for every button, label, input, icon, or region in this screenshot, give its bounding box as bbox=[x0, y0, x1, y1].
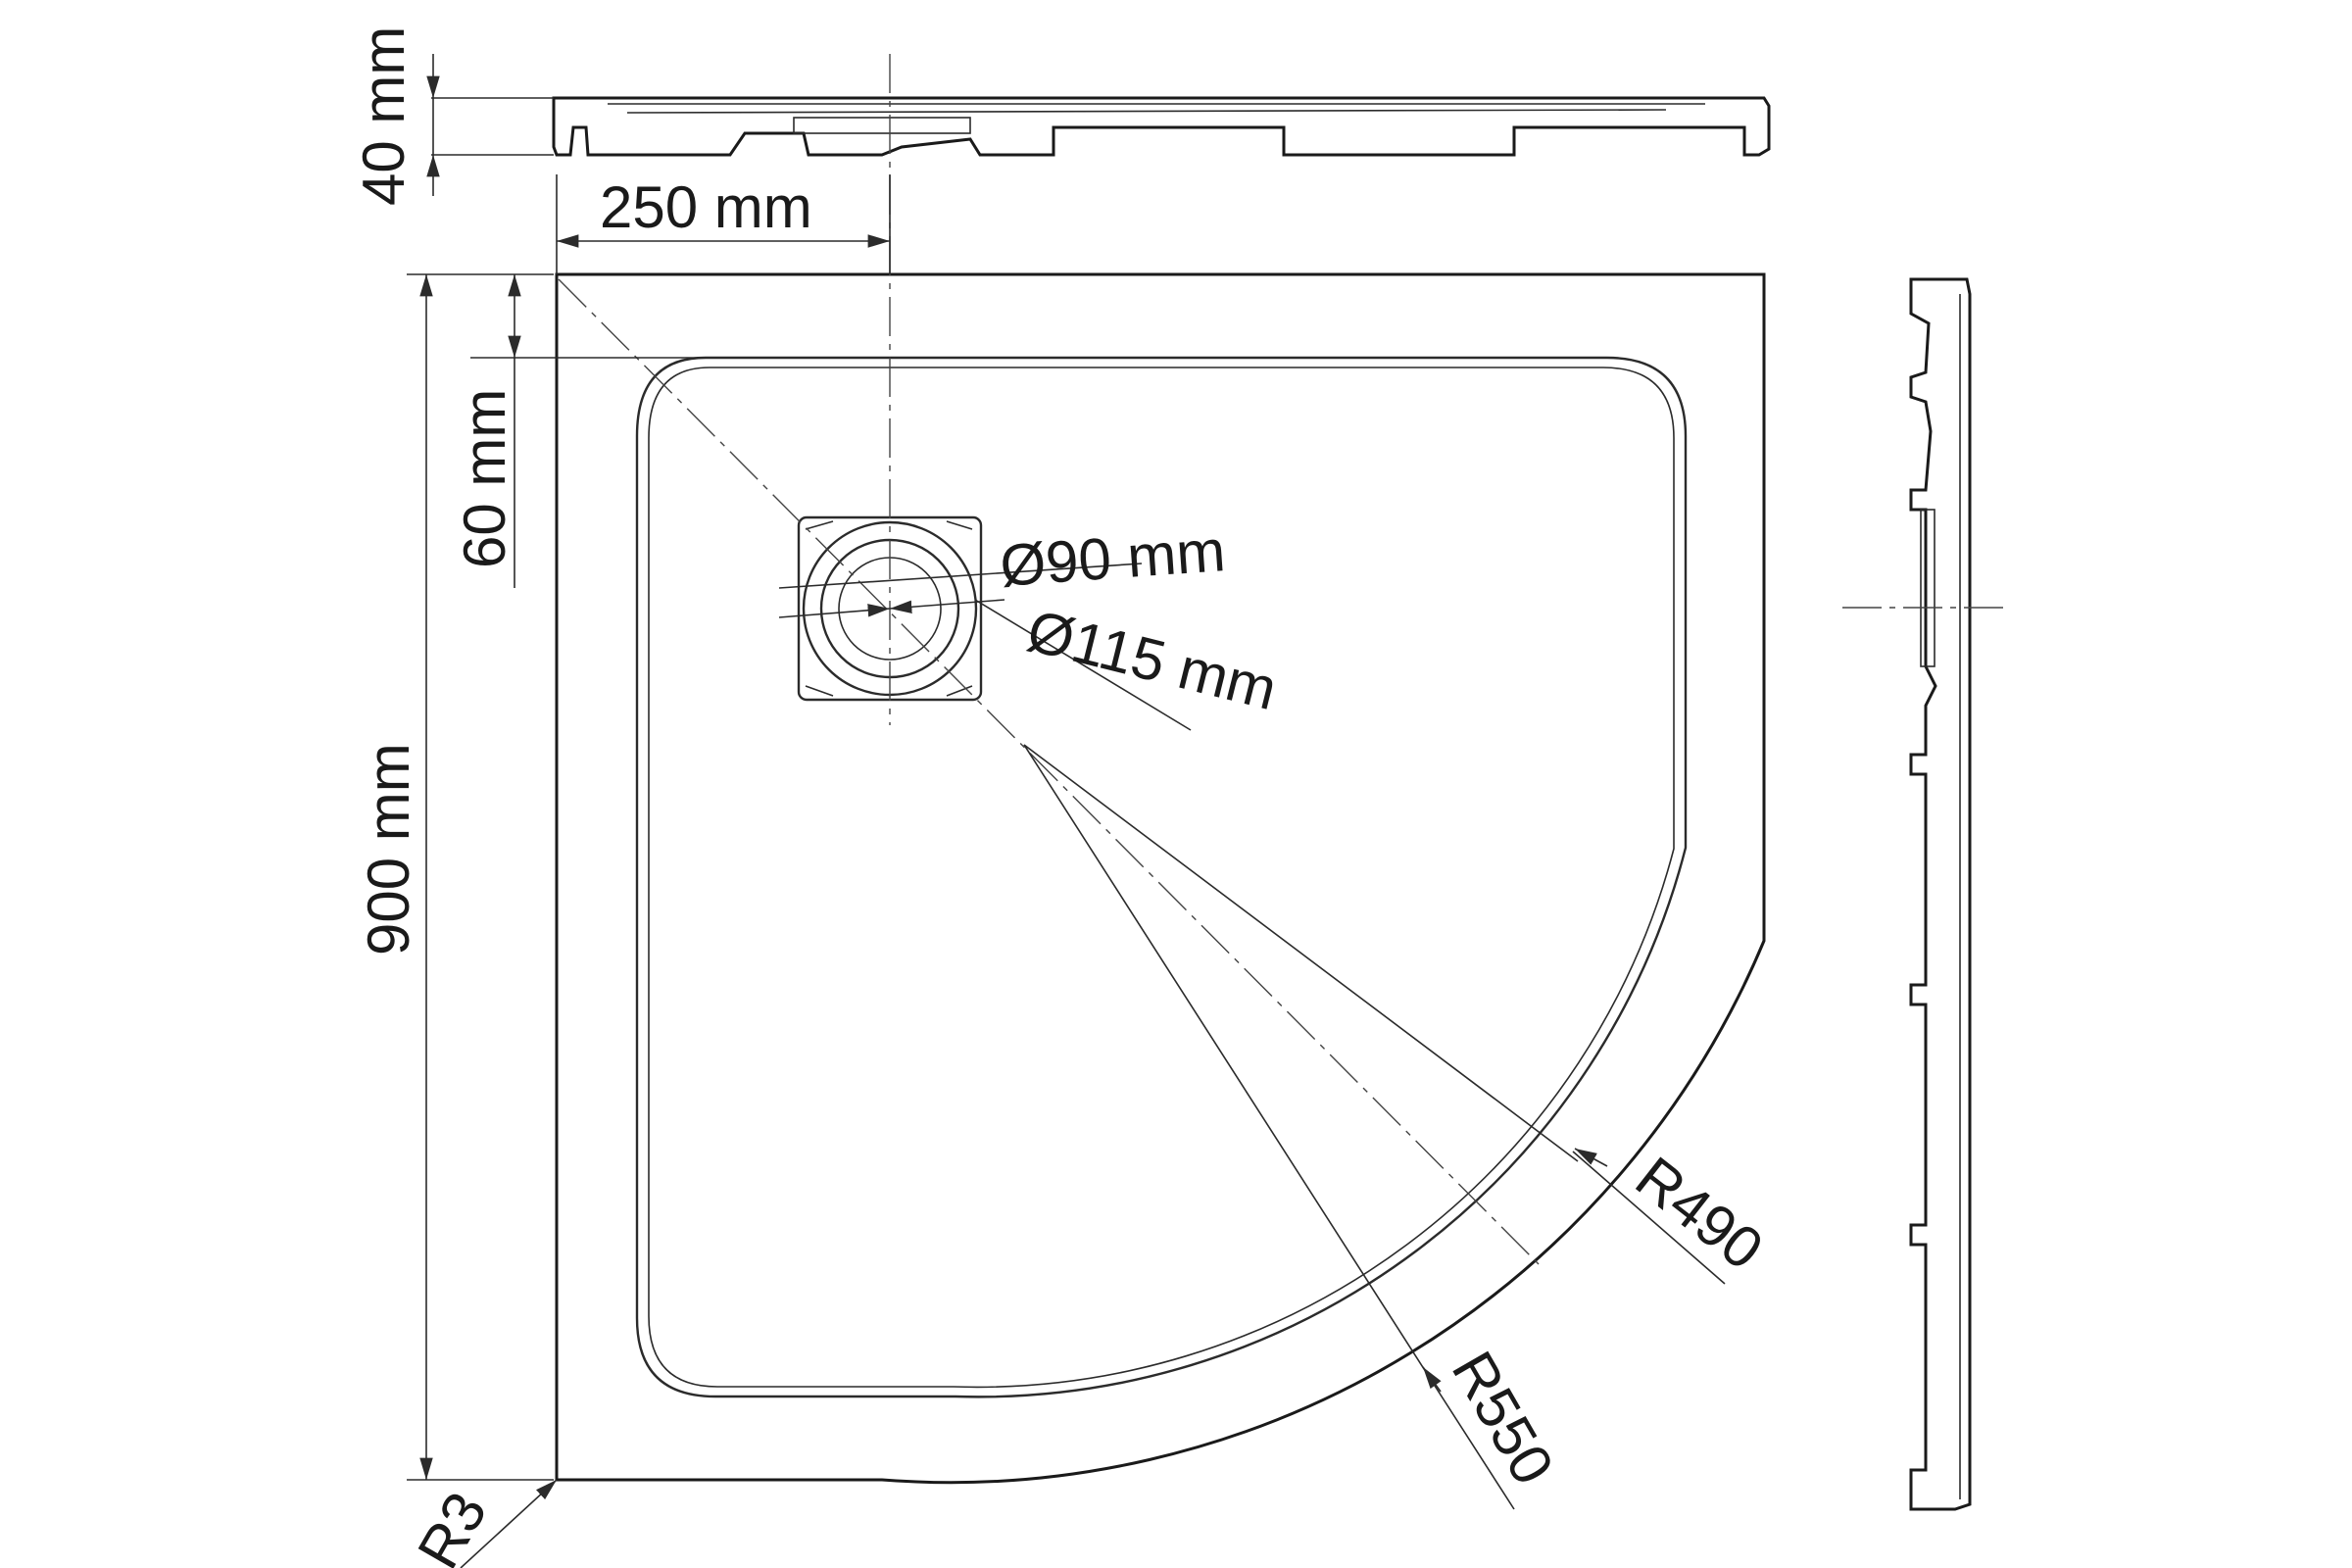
outer-diameter-label: Ø115 mm bbox=[1021, 598, 1283, 723]
side-section-view bbox=[1842, 277, 2004, 1511]
rim-width-label: 60 mm bbox=[452, 389, 517, 568]
height-label: 40 mm bbox=[351, 26, 416, 206]
top-section-view bbox=[552, 96, 1771, 157]
drain-offset-label: 250 mm bbox=[600, 174, 812, 240]
side-length-label: 900 mm bbox=[356, 743, 421, 956]
dimension-lines bbox=[407, 54, 1726, 1568]
inner-diameter-label: Ø90 mm bbox=[998, 517, 1227, 599]
basin-outline bbox=[635, 356, 1688, 1398]
plan-view bbox=[555, 54, 1766, 1485]
outer-radius-label: R550 bbox=[1440, 1341, 1567, 1495]
tray-outline bbox=[555, 272, 1766, 1485]
corner-radius-label: R3 bbox=[405, 1482, 499, 1568]
